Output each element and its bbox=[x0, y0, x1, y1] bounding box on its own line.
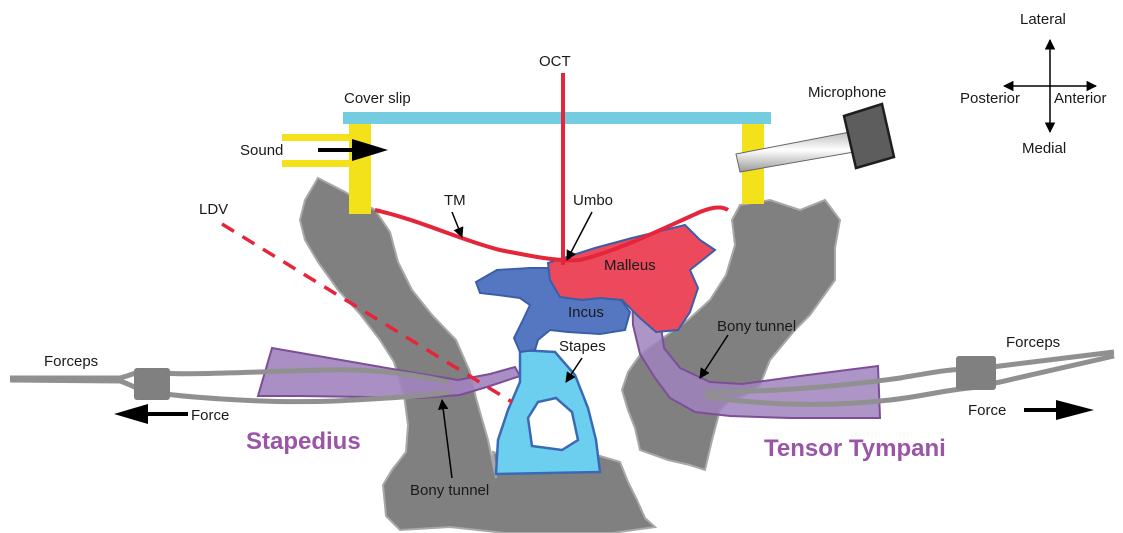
stapes-label: Stapes bbox=[559, 338, 606, 355]
spacer-left bbox=[349, 122, 371, 214]
umbo-label: Umbo bbox=[573, 192, 613, 209]
force-arrow-left bbox=[114, 404, 188, 424]
bony-tunnel-right-label: Bony tunnel bbox=[717, 318, 796, 335]
sound-label: Sound bbox=[240, 142, 283, 159]
stapedius-label: Stapedius bbox=[246, 428, 361, 455]
tm-label: TM bbox=[444, 192, 466, 209]
sound-arrow bbox=[318, 139, 388, 161]
incus-label: Incus bbox=[568, 304, 604, 321]
force-arrow-right bbox=[1024, 400, 1094, 420]
forceps-right-clamp bbox=[956, 356, 996, 390]
tensor-tympani-label: Tensor Tympani bbox=[764, 435, 946, 462]
bony-tunnel-left-label: Bony tunnel bbox=[410, 482, 489, 499]
force-right-label: Force bbox=[968, 402, 1006, 419]
oct-label: OCT bbox=[539, 53, 571, 70]
cover-slip bbox=[343, 112, 771, 124]
forceps-left-clamp bbox=[134, 368, 170, 400]
forceps-left-label: Forceps bbox=[44, 353, 98, 370]
forceps-right-label: Forceps bbox=[1006, 334, 1060, 351]
cover-slip-label: Cover slip bbox=[344, 90, 411, 107]
bone-posterior-wall bbox=[300, 178, 655, 533]
compass-posterior-label: Posterior bbox=[960, 90, 1020, 107]
microphone-label: Microphone bbox=[808, 84, 886, 101]
ldv-label: LDV bbox=[199, 201, 228, 218]
compass-anterior-label: Anterior bbox=[1054, 90, 1107, 107]
compass-lateral-label: Lateral bbox=[1020, 11, 1066, 28]
malleus-label: Malleus bbox=[604, 257, 656, 274]
force-left-label: Force bbox=[191, 407, 229, 424]
compass-medial-label: Medial bbox=[1022, 140, 1066, 157]
orientation-compass bbox=[1004, 40, 1096, 132]
